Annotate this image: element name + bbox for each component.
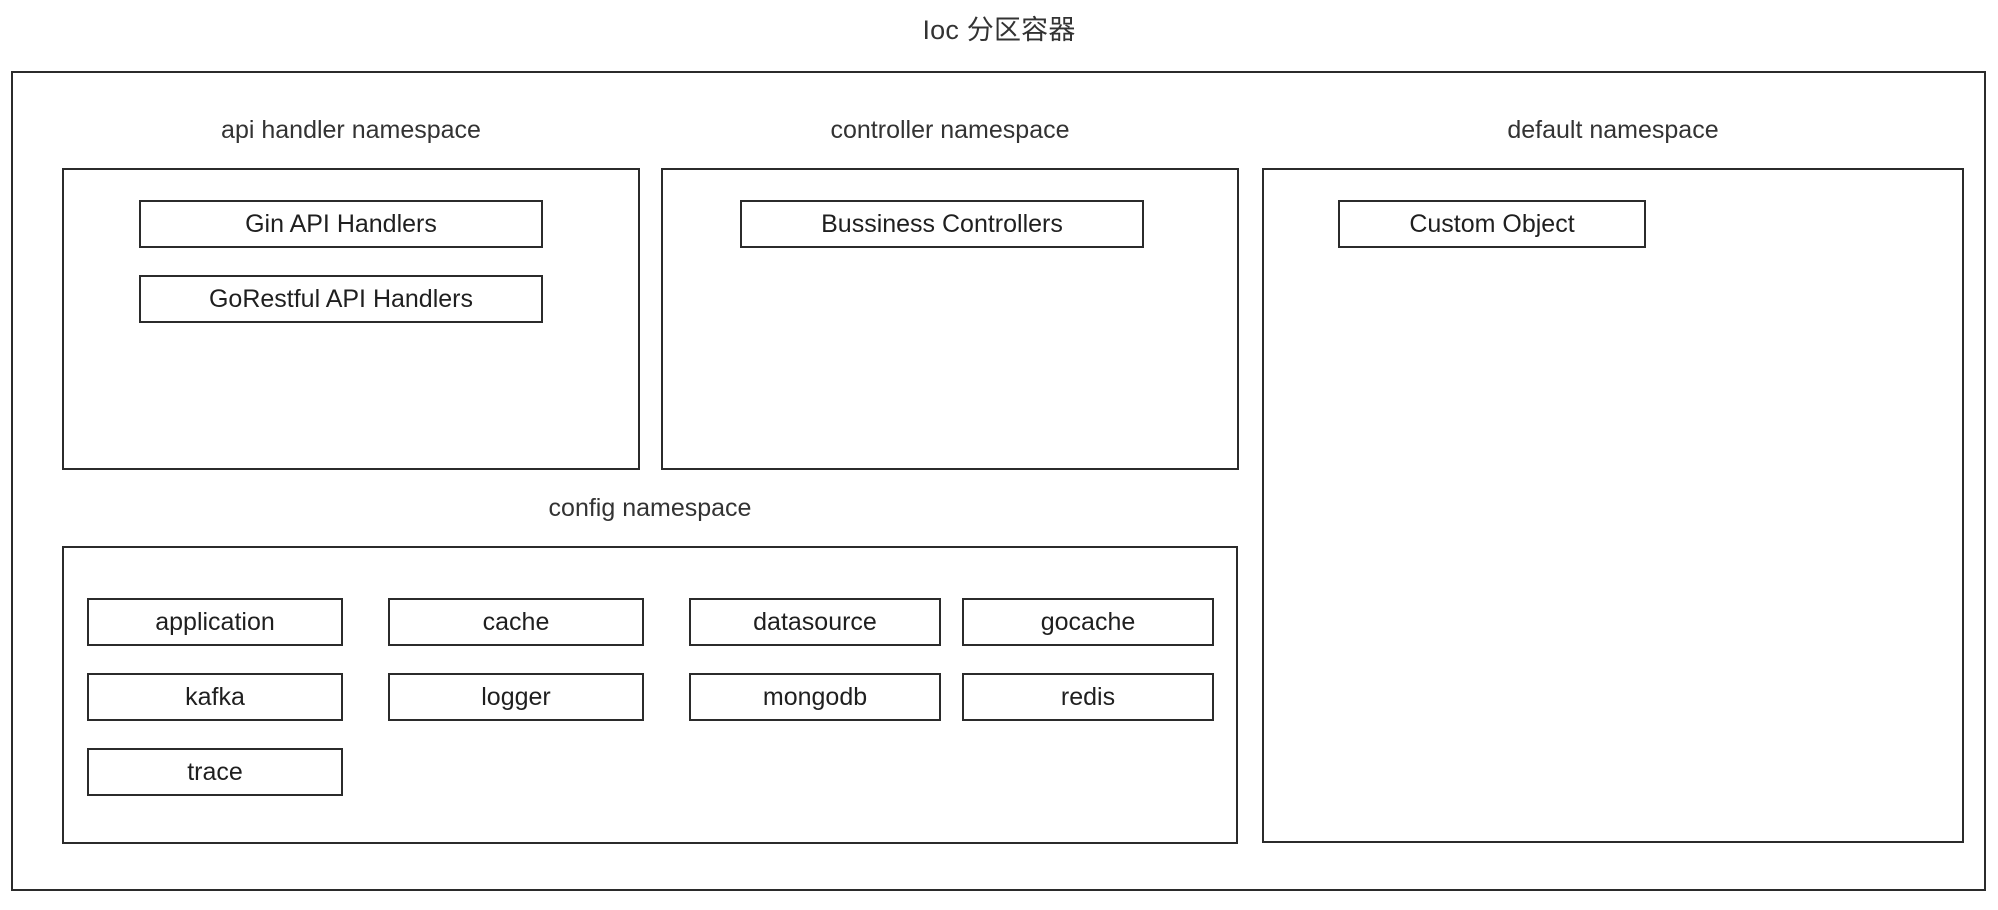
component-mongodb[interactable]: mongodb — [689, 673, 941, 721]
namespace-label-api-handler: api handler namespace — [221, 116, 481, 144]
component-gorestful-api-handlers[interactable]: GoRestful API Handlers — [139, 275, 543, 323]
namespace-label-config: config namespace — [548, 494, 752, 522]
component-datasource[interactable]: datasource — [689, 598, 941, 646]
namespace-label-controller: controller namespace — [830, 116, 1070, 144]
component-gin-api-handlers[interactable]: Gin API Handlers — [139, 200, 543, 248]
component-redis[interactable]: redis — [962, 673, 1214, 721]
component-logger[interactable]: logger — [388, 673, 644, 721]
component-trace[interactable]: trace — [87, 748, 343, 796]
namespace-label-default: default namespace — [1507, 116, 1719, 144]
page-title: Ioc 分区容器 — [922, 15, 1076, 45]
component-cache[interactable]: cache — [388, 598, 644, 646]
component-custom-object[interactable]: Custom Object — [1338, 200, 1646, 248]
component-bussiness-controllers[interactable]: Bussiness Controllers — [740, 200, 1144, 248]
component-kafka[interactable]: kafka — [87, 673, 343, 721]
namespace-box-default — [1262, 168, 1964, 843]
component-gocache[interactable]: gocache — [962, 598, 1214, 646]
component-application[interactable]: application — [87, 598, 343, 646]
